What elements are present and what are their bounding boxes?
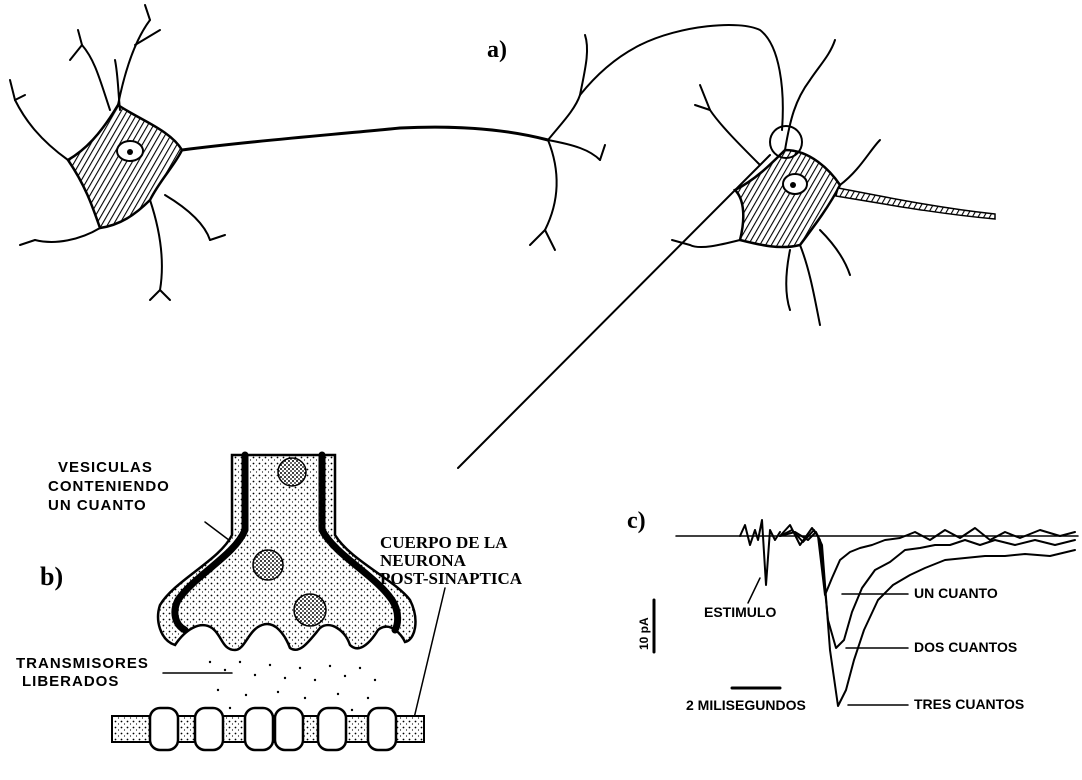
trace-tres-cuantos <box>780 532 1075 706</box>
stimulus-label: ESTIMULO <box>704 604 776 620</box>
vesicle <box>278 458 306 486</box>
transmitters-label-line1: TRANSMISORES <box>16 655 149 672</box>
receptor <box>368 708 396 750</box>
presynaptic-neuron <box>10 5 548 300</box>
y-scale-label: 10 pA <box>637 617 651 650</box>
postsynaptic-neuron <box>672 40 995 325</box>
postsynaptic-label-line1: CUERPO DE LA <box>380 533 508 552</box>
receptor <box>245 708 273 750</box>
stimulus-artifact <box>740 520 780 585</box>
panel-b: b) VESICULAS CONTENIENDO UN CUANTO <box>16 455 523 750</box>
x-scale-label: 2 MILISEGUNDOS <box>686 697 806 713</box>
panel-b-label: b) <box>40 562 63 591</box>
presynaptic-soma <box>68 105 182 228</box>
receptor <box>275 708 303 750</box>
postsynaptic-pointer-line <box>410 588 445 735</box>
postsynaptic-label-line2: NEURONA <box>380 551 467 570</box>
vesicle <box>253 550 283 580</box>
vesicles-label: VESICULAS CONTENIENDO UN CUANTO <box>48 459 175 514</box>
trace-label-tres-cuantos: TRES CUANTOS <box>914 696 1024 712</box>
vesicles-label-line3: UN CUANTO <box>48 497 147 514</box>
trace-label-dos-cuantos: DOS CUANTOS <box>914 639 1017 655</box>
trace-label-un-cuanto: UN CUANTO <box>914 585 998 601</box>
postsynaptic-membrane <box>112 708 424 750</box>
postsynaptic-axon <box>836 188 995 219</box>
transmitters-label: TRANSMISORES LIBERADOS <box>16 655 154 690</box>
stimulus-pointer <box>748 578 760 603</box>
panel-c: c) ESTIMULO UN CUANTO DOS CUANTOS TRES C… <box>627 508 1078 713</box>
receptor <box>318 708 346 750</box>
transmitters-label-line2: LIBERADOS <box>22 673 119 690</box>
vesicles-label-line1: VESICULAS <box>58 459 153 476</box>
receptor <box>195 708 223 750</box>
panel-a: a) <box>10 5 995 468</box>
postsynaptic-label: CUERPO DE LA NEURONA POST-SINAPTICA <box>380 533 523 588</box>
postsynaptic-soma <box>735 150 840 247</box>
zoom-connector-line <box>458 155 770 468</box>
panel-a-label: a) <box>487 37 507 63</box>
postsynaptic-label-line3: POST-SINAPTICA <box>380 569 523 588</box>
panel-c-label: c) <box>627 508 646 534</box>
vesicle <box>294 594 326 626</box>
vesicles-label-line2: CONTENIENDO <box>48 478 170 495</box>
presynaptic-axon <box>182 127 548 150</box>
receptor <box>150 708 178 750</box>
